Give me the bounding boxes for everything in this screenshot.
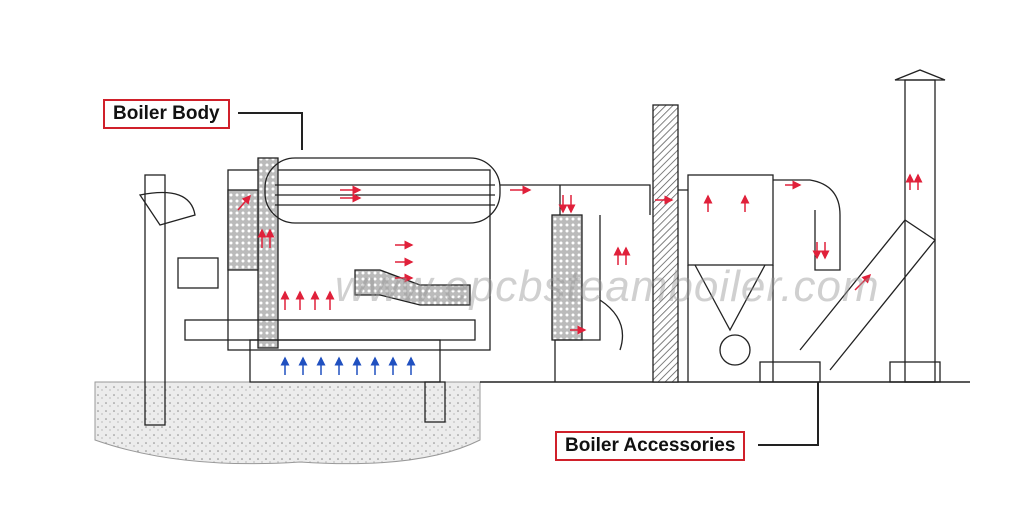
watermark: www.epcbsteamboiler.com <box>335 262 880 311</box>
boiler-accessories-leader <box>758 382 819 446</box>
boiler-accessories-label: Boiler Accessories <box>555 431 746 461</box>
air-arrows <box>280 356 416 375</box>
boiler-body-leader <box>238 112 303 150</box>
flue-gas-arrows <box>237 173 923 335</box>
ground <box>94 381 481 465</box>
boiler-body-label: Boiler Body <box>103 99 230 129</box>
